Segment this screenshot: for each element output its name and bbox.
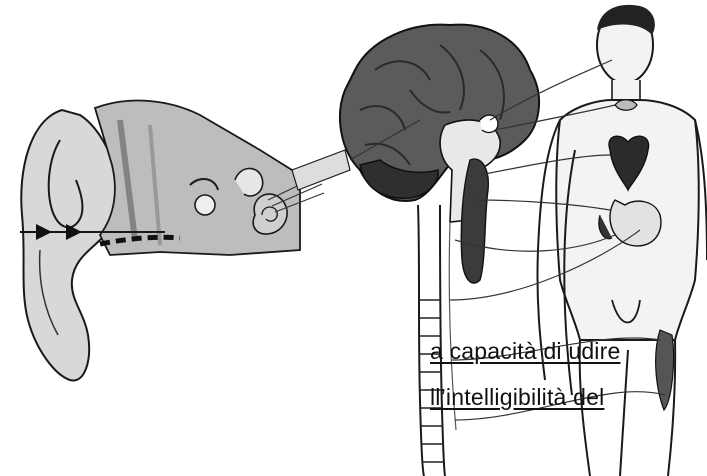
caption-line-2: ll’intelligibilità del xyxy=(430,384,604,411)
brain-illustration xyxy=(340,25,539,222)
caption-line-1: a capacità di udire xyxy=(430,338,620,365)
ear-illustration xyxy=(20,101,350,381)
